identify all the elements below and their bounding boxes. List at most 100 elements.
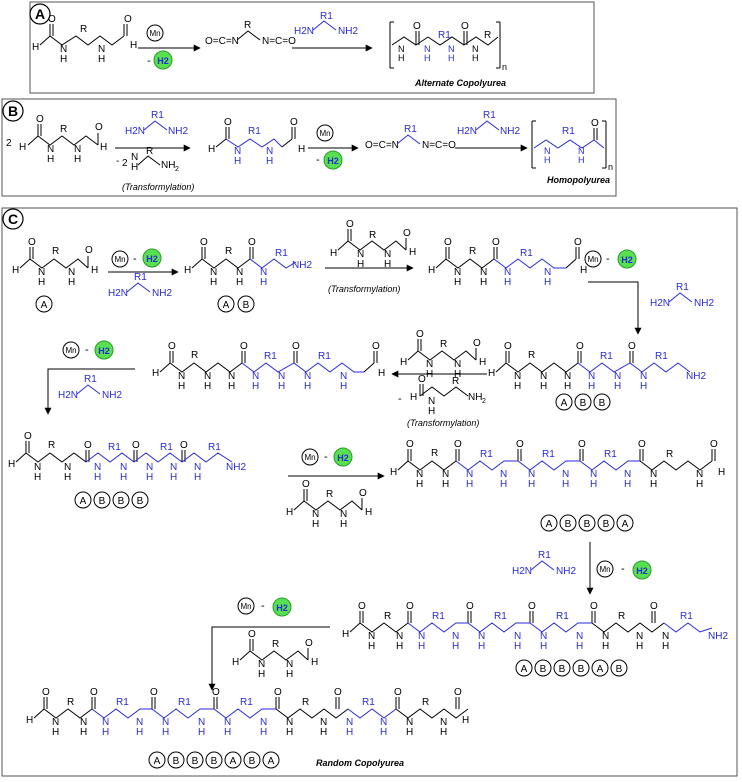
svg-text:N: N [357, 249, 364, 260]
svg-text:H: H [564, 381, 571, 392]
svg-text:B: B [599, 398, 606, 409]
panel-b: B 2 H O NH R NH O H H2N R1 NH2 - 2 HN R … [1, 98, 617, 197]
svg-text:N: N [210, 267, 217, 278]
svg-text:N: N [442, 469, 449, 480]
svg-text:H: H [152, 368, 159, 379]
svg-text:H: H [440, 727, 447, 738]
svg-text:H: H [368, 641, 375, 652]
svg-text:R: R [67, 697, 74, 708]
svg-text:H: H [194, 472, 201, 483]
svg-text:O=C=N: O=C=N [205, 36, 239, 47]
svg-text:O: O [290, 117, 298, 128]
svg-text:R1: R1 [108, 442, 121, 453]
svg-text:H: H [544, 277, 551, 288]
svg-text:N: N [578, 146, 585, 156]
svg-text:O: O [248, 629, 256, 640]
svg-text:N: N [64, 462, 71, 473]
svg-text:N: N [406, 717, 413, 728]
svg-text:N: N [68, 267, 75, 278]
svg-text:N: N [52, 717, 59, 728]
svg-text:R1: R1 [404, 124, 417, 135]
svg-text:R: R [431, 448, 438, 459]
svg-text:H: H [266, 156, 273, 167]
svg-text:NH2: NH2 [226, 462, 246, 473]
svg-text:O: O [346, 219, 354, 230]
svg-text:R1: R1 [538, 550, 551, 561]
svg-text:O: O [132, 440, 140, 451]
svg-text:N: N [624, 469, 631, 480]
panel-a-badge [29, 3, 51, 25]
svg-text:O: O [240, 341, 248, 352]
svg-text:B: B [580, 398, 587, 409]
svg-text:O: O [358, 601, 366, 612]
svg-text:N: N [260, 717, 267, 728]
svg-text:N: N [198, 717, 205, 728]
svg-text:N: N [74, 144, 81, 155]
svg-text:B: B [578, 664, 585, 675]
svg-text:H: H [342, 629, 349, 640]
svg-text:H: H [94, 472, 101, 483]
svg-text:N: N [260, 267, 267, 278]
catalyst-icon [146, 24, 164, 42]
svg-text:B: B [243, 300, 250, 311]
svg-text:H2: H2 [157, 56, 169, 66]
svg-text:N: N [286, 717, 293, 728]
svg-text:H: H [479, 357, 486, 368]
svg-text:H: H [60, 54, 67, 65]
svg-text:N: N [340, 371, 347, 382]
product-label-b: Homopolyurea [547, 175, 610, 185]
svg-text:N: N [234, 146, 241, 157]
svg-text:H: H [232, 657, 239, 668]
svg-text:H: H [304, 381, 311, 392]
svg-text:H: H [311, 657, 318, 668]
svg-text:N: N [562, 469, 569, 480]
svg-text:R: R [191, 350, 198, 361]
svg-text:NH2: NH2 [338, 26, 358, 37]
svg-text:N: N [540, 631, 547, 642]
svg-text:H: H [576, 641, 583, 652]
svg-text:R1: R1 [520, 248, 533, 259]
svg-text:H: H [19, 142, 26, 153]
svg-text:N: N [424, 44, 431, 54]
svg-text:H: H [428, 406, 435, 417]
transformylation-note-b: (Transformylation) [122, 182, 194, 192]
svg-text:H: H [130, 40, 137, 51]
svg-text:n: n [608, 162, 613, 172]
svg-text:R1: R1 [562, 126, 575, 137]
svg-text:H: H [8, 459, 15, 470]
svg-text:R1: R1 [655, 351, 668, 362]
svg-text:NH2: NH2 [708, 631, 728, 642]
svg-text:N: N [448, 44, 455, 54]
svg-text:H2N: H2N [512, 566, 532, 577]
svg-text:H: H [120, 472, 127, 483]
svg-text:R: R [225, 246, 232, 257]
svg-text:H: H [504, 277, 511, 288]
svg-text:H: H [38, 277, 45, 288]
svg-text:N: N [416, 469, 423, 480]
svg-text:H: H [424, 53, 431, 63]
svg-text:N: N [368, 631, 375, 642]
panel-c-frame [1, 207, 738, 777]
svg-text:N: N [480, 267, 487, 278]
svg-text:O: O [576, 341, 584, 352]
svg-text:N: N [340, 509, 347, 520]
svg-text:H: H [228, 381, 235, 392]
svg-text:H: H [428, 265, 435, 276]
svg-text:H: H [146, 472, 153, 483]
svg-text:B: B [192, 756, 199, 767]
svg-text:H: H [514, 381, 521, 392]
svg-text:Mn: Mn [65, 346, 76, 355]
svg-text:O: O [90, 687, 98, 698]
svg-text:R1: R1 [151, 110, 164, 121]
svg-text:H: H [478, 641, 485, 652]
svg-text:H: H [662, 641, 669, 652]
svg-text:R1: R1 [542, 449, 555, 460]
svg-text:B: B [603, 519, 610, 530]
svg-text:R: R [528, 350, 535, 361]
svg-text:H: H [170, 472, 177, 483]
svg-text:H: H [640, 381, 647, 392]
panel-c: C HO NH R NH OH A Mn - H2 H2N R1 NH2 HO [1, 207, 738, 777]
svg-text:H: H [68, 277, 75, 288]
svg-text:N: N [346, 717, 353, 728]
